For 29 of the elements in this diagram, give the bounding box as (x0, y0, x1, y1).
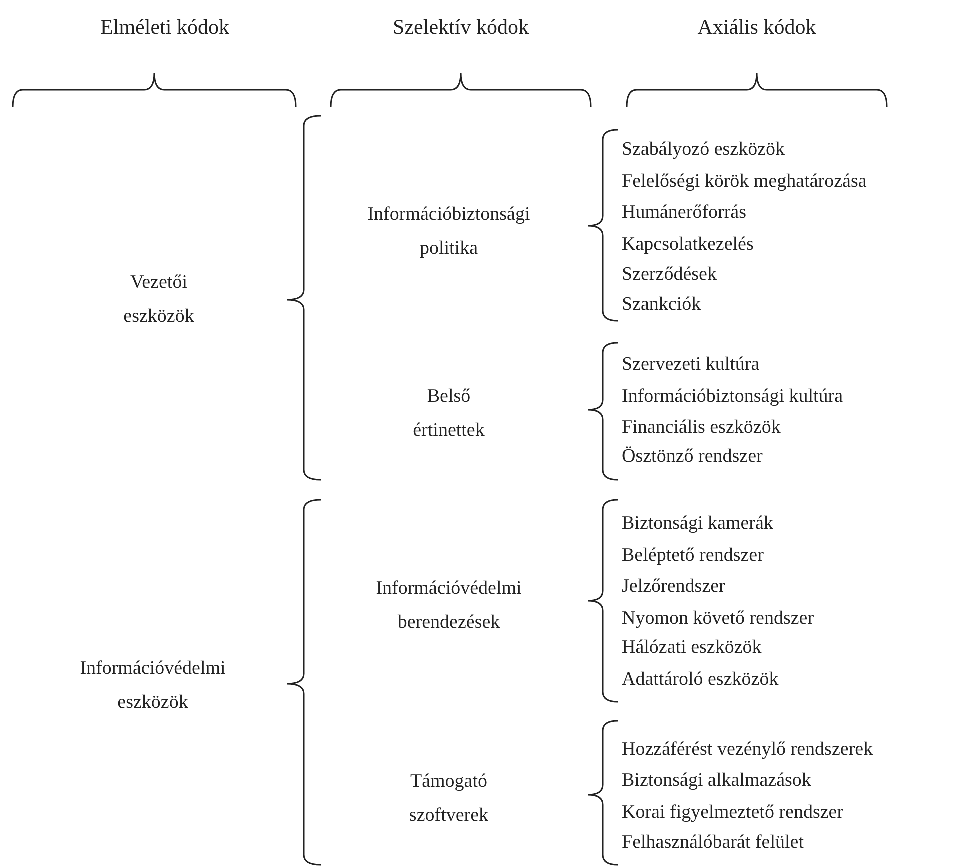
category-text: Vezetői eszközök (122, 271, 196, 329)
axial-code-text: Korai figyelmeztető rendszer (622, 801, 844, 825)
column-heading: Axiális kódok (696, 14, 818, 41)
axial-code-text: Felelőségi körök meghatározása (622, 170, 867, 194)
axial-code-text: Beléptető rendszer (622, 544, 764, 568)
category-text: Információvédelmi eszközök (79, 657, 227, 715)
category-text: Információvédelmi berendezések (375, 577, 523, 635)
axial-code-text: Financiális eszközök (622, 416, 781, 440)
column-heading: Elméleti kódok (100, 14, 230, 41)
axial-code-text: Információbiztonsági kultúra (622, 385, 844, 409)
axial-code-text: Szabályozó eszközök (622, 138, 786, 162)
axial-code-text: Felhasználóbarát felület (622, 831, 804, 855)
axial-code-text: Ösztönző rendszer (622, 445, 763, 469)
category-text: Információbiztonsági politika (366, 203, 532, 261)
category-text: Belső értinettek (412, 385, 486, 443)
axial-code-text: Szerződések (622, 263, 717, 287)
axial-code-text: Jelzőrendszer (622, 575, 726, 599)
column-heading: Szelektív kódok (392, 14, 530, 41)
axial-code-text: Hozzáférést vezénylő rendszerek (622, 738, 874, 762)
axial-code-text: Szervezeti kultúra (622, 353, 760, 377)
axial-code-text: Nyomon követő rendszer (622, 607, 814, 631)
axial-code-text: Kapcsolatkezelés (622, 233, 754, 257)
axial-code-text: Biztonsági alkalmazások (622, 769, 812, 793)
category-text: Támogató szoftverek (408, 770, 490, 828)
axial-code-text: Szankciók (622, 293, 702, 317)
axial-code-text: Humánerőforrás (622, 201, 747, 225)
axial-code-text: Hálózati eszközök (622, 636, 762, 660)
axial-code-text: Adattároló eszközök (622, 668, 779, 692)
axial-code-text: Biztonsági kamerák (622, 512, 774, 536)
